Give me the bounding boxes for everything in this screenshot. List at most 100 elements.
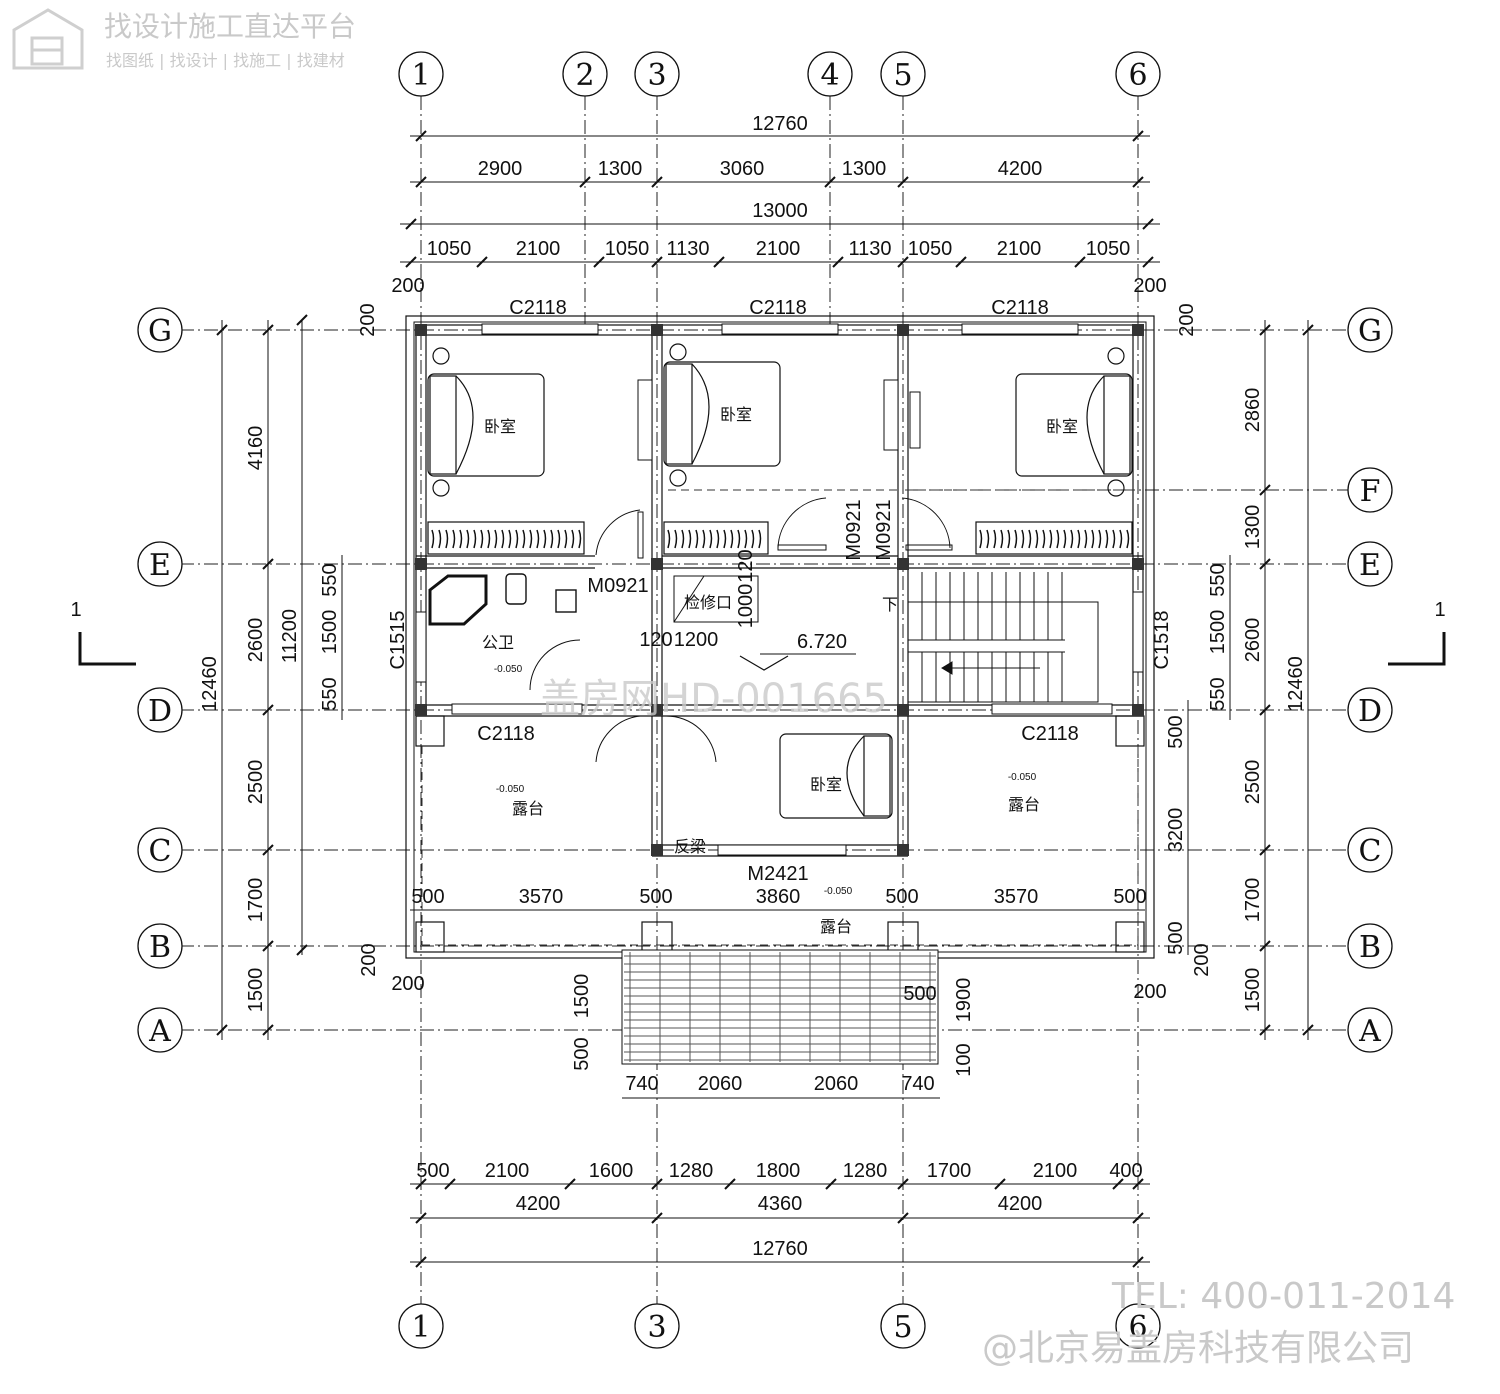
dim-text: 3060	[720, 158, 765, 180]
dim-text: 1130	[666, 238, 709, 260]
dim-text: 500	[639, 886, 672, 908]
axis-bubble	[1347, 687, 1393, 733]
window-label: C2118	[749, 297, 806, 319]
dim-text: 12460	[199, 656, 221, 712]
axis-bubble	[880, 51, 926, 97]
dim-text: 740	[901, 1073, 934, 1095]
dim-text: 2600	[1242, 618, 1264, 663]
watermark-company: @北京易盖房科技有限公司	[982, 1328, 1414, 1369]
dimension-ticks	[216, 130, 1314, 1268]
dim-text: 500	[1113, 886, 1146, 908]
dim-text: 200	[1176, 303, 1198, 336]
dim-text: 1000	[735, 584, 757, 629]
dim-text: 2060	[698, 1073, 743, 1095]
elevation-text: 6.720	[797, 631, 847, 653]
section-label: 1	[70, 599, 81, 621]
dim-text: 1200	[674, 629, 719, 651]
axis-label: G	[148, 314, 172, 349]
dim-text: 500	[416, 1160, 449, 1182]
axis-bubble	[398, 51, 444, 97]
dim-text: 12760	[752, 1238, 808, 1260]
window-label: C2118	[509, 297, 566, 319]
room-label: 卧室	[720, 405, 752, 424]
dim-text: 1500	[571, 974, 593, 1019]
bathroom-fixtures	[428, 573, 577, 626]
dim-text: 2100	[997, 238, 1042, 260]
axis-label: D	[148, 694, 172, 729]
axis-label: 3	[647, 58, 666, 93]
door-label: M0921	[843, 499, 865, 560]
dim-text: 13000	[752, 200, 808, 222]
watermark-title: 找设计施工直达平台	[104, 10, 356, 43]
dim-text: 1700	[927, 1160, 972, 1182]
door-label: M2421	[747, 863, 808, 885]
axis-label: C	[149, 834, 172, 869]
dim-text: 3860	[756, 886, 801, 908]
dim-text: 3200	[1165, 808, 1187, 853]
dim-text: 1050	[1086, 238, 1131, 260]
axis-label: E	[149, 548, 171, 583]
axis-bubble	[1347, 1007, 1393, 1053]
room-label: 露台	[820, 917, 852, 936]
dim-text: 1300	[598, 158, 643, 180]
axis-bubble	[1347, 467, 1393, 513]
watermark-subtitle: 找图纸 | 找设计 | 找施工 | 找建材	[106, 51, 345, 70]
dim-text: 1300	[1242, 505, 1264, 550]
dim-text: 1050	[908, 238, 953, 260]
axis-bubble	[880, 1303, 926, 1349]
dim-text: 200	[391, 973, 424, 995]
room-label: 检修口	[684, 593, 732, 612]
door-swings	[529, 497, 953, 763]
axis-label: A	[148, 1014, 171, 1049]
axis-label: B	[149, 930, 171, 965]
dim-text: 200	[358, 943, 380, 976]
axis-bubble	[1115, 51, 1161, 97]
access-hatch	[673, 575, 759, 623]
axis-bubble	[1347, 307, 1393, 353]
dim-text: 2600	[245, 618, 267, 663]
axis-label: 2	[575, 58, 594, 93]
room-label: 卧室	[1046, 417, 1078, 436]
dim-text: 2100	[485, 1160, 530, 1182]
axis-bubble	[1347, 827, 1393, 873]
dim-text: 200	[1133, 275, 1166, 297]
axis-bubble	[137, 687, 183, 733]
door-label: M0921	[587, 575, 648, 597]
dim-text: 500	[1165, 715, 1187, 748]
bed-furniture	[427, 343, 1133, 819]
dim-text: 2100	[516, 238, 561, 260]
dim-text: 1800	[756, 1160, 801, 1182]
structural-columns	[415, 324, 1144, 856]
wardrobes	[427, 521, 1133, 555]
axis-label: A	[1358, 1014, 1381, 1049]
axis-label: 6	[1128, 1310, 1147, 1345]
axis-bubble	[137, 923, 183, 969]
dim-text: 11200	[279, 609, 301, 663]
dim-text: 1280	[669, 1160, 714, 1182]
watermark-center: 盖房网HD-001665	[540, 676, 888, 722]
window-frames	[415, 323, 1144, 856]
room-label: 公卫	[482, 633, 514, 652]
dim-text: 4200	[998, 158, 1043, 180]
dim-text: 2500	[245, 760, 267, 805]
axis-bubble	[137, 1007, 183, 1053]
axis-label: 5	[893, 58, 912, 93]
dim-text: 3570	[994, 886, 1039, 908]
axis-label: E	[1359, 548, 1381, 583]
axis-label: C	[1359, 834, 1382, 869]
axis-label: F	[1360, 474, 1381, 509]
dim-text: 500	[411, 886, 444, 908]
axis-bubble	[398, 1303, 444, 1349]
dim-text: 1500	[245, 968, 267, 1013]
dim-text: 1600	[589, 1160, 634, 1182]
axis-label: 3	[647, 1310, 666, 1345]
dim-text: 4160	[245, 426, 267, 471]
axis-label: D	[1358, 694, 1382, 729]
room-label: 卧室	[810, 775, 842, 794]
dim-text: 2900	[478, 158, 523, 180]
dim-text: 500	[885, 886, 918, 908]
axis-bubble	[1347, 541, 1393, 587]
dim-text: 500	[903, 983, 936, 1005]
axis-bubble	[137, 307, 183, 353]
room-label: 反梁	[674, 837, 706, 856]
